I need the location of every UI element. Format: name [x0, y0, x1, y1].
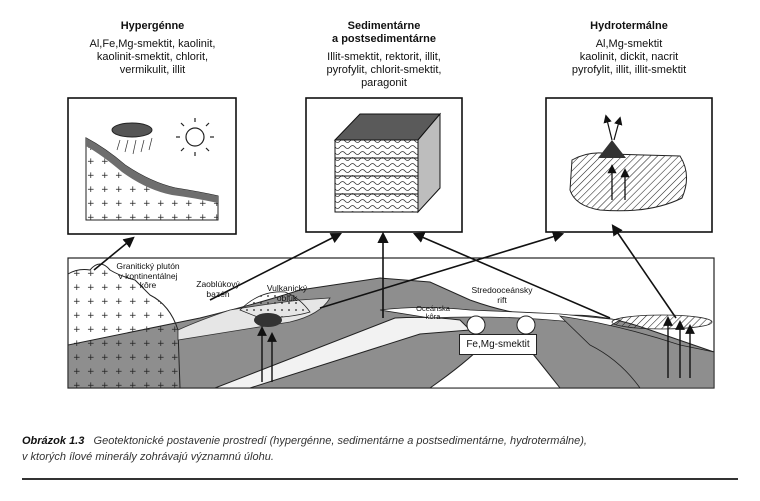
rain-icon — [116, 137, 153, 155]
right-margin — [558, 315, 715, 389]
label-oceanic-crust-1: Oceánska — [416, 304, 450, 313]
label-arc-basin-1: Zaoblúkový — [196, 279, 240, 289]
hydrothermal-cap — [611, 314, 713, 330]
header-sediment: Sedimentárne a postsedimentárne Illit-sm… — [298, 20, 470, 90]
sun-icon — [176, 118, 214, 156]
label-rift-2: rift — [497, 294, 507, 305]
subducting-slab — [214, 316, 472, 389]
caption-text-1: Geotektonické postavenie prostredí (hype… — [93, 435, 587, 447]
minerals-hydro-3: pyrofylit, illit, illit-smektit — [571, 64, 687, 76]
label-arc-basin-2: bazén — [206, 288, 230, 299]
label-rift-1: Stredooceánsky — [471, 285, 533, 295]
caption-rule — [22, 478, 738, 480]
label-volcanic-arc-2: oblúk — [276, 292, 298, 303]
arc-fluid-arrows — [257, 326, 277, 382]
label-volcanic-arc: Vulkanický oblúk — [262, 283, 312, 303]
minerals-hydro-2: kaolinit, dickit, nacrit — [579, 51, 679, 63]
vent-plume-arrows — [603, 114, 623, 141]
minerals-hypergenne-3: vermikulit, illit — [119, 64, 186, 76]
label-oceanic-crust-2: kôra — [425, 312, 441, 321]
label-volcanic-arc-1: Vulkanický — [266, 283, 308, 293]
minerals-sediment-3: paragonit — [361, 77, 407, 89]
rain-cloud-icon — [111, 122, 153, 138]
label-rift: Stredooceánsky rift — [462, 285, 542, 305]
label-arc-basin: Zaoblúkový bazén — [190, 279, 246, 299]
rift-convection-left — [466, 315, 486, 335]
link-arrows — [93, 224, 677, 319]
label-oceanic-crust: Oceánska kôra — [408, 305, 458, 321]
minerals-hypergenne-1: Al,Fe,Mg-smektit, kaolinit, — [89, 38, 216, 50]
minerals-hydro-1: Al,Mg-smektit — [595, 38, 663, 50]
header-hydro: Hydrotermálne Al,Mg-smektit kaolinit, di… — [540, 20, 718, 77]
minerals-sediment-1: Illit-smektit, rektorit, illit, — [327, 51, 441, 63]
hydrothermal-body — [569, 152, 687, 212]
volcanic-arc — [239, 291, 311, 319]
label-granite-3: kôre — [139, 280, 157, 290]
header-hypergenne: Hypergénne Al,Fe,Mg-smektit, kaolinit, k… — [70, 20, 235, 77]
caption-figure-number: Obrázok 1.3 — [22, 435, 85, 447]
hydro-fluid-arrows — [663, 316, 695, 378]
label-fe-mg-smektit: Fe,Mg-smektit — [459, 334, 537, 355]
volcano-cloud — [254, 313, 282, 327]
caption-text-2: v ktorých ílové minerály zohrávajú význa… — [22, 451, 274, 463]
minerals-hypergenne-2: kaolinit-smektit, chlorit, — [96, 51, 209, 63]
title-sediment-2: a postsedimentárne — [332, 33, 436, 45]
label-granite-1: Granitický plutón — [116, 261, 180, 271]
sediment-block — [333, 112, 442, 214]
vent-fluid-arrows — [607, 164, 630, 200]
granite-pluton — [67, 263, 181, 389]
title-sediment: Sedimentárne — [347, 20, 421, 32]
figure-caption: Obrázok 1.3 Geotektonické postavenie pro… — [22, 433, 738, 465]
rift-convection-right — [516, 315, 536, 335]
minerals-sediment-2: pyrofylit, chlorit-smektit, — [326, 64, 442, 76]
label-granite: Granitický plutón v kontinentálnej kôre — [112, 261, 184, 291]
label-granite-2: v kontinentálnej — [118, 270, 178, 281]
weathering-surface-band — [86, 138, 218, 203]
title-hypergenne: Hypergénne — [120, 20, 185, 32]
title-hydro: Hydrotermálne — [590, 20, 668, 32]
hydrothermal-vent — [598, 140, 626, 158]
